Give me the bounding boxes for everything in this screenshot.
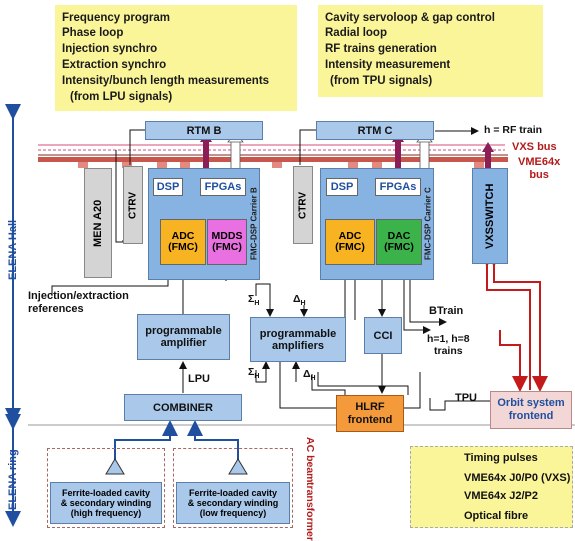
rf-train-label: h = RF train [484,124,543,136]
high-freq-cavity-frame [47,448,165,528]
tpu-label: TPU [455,392,477,404]
right-note-line-3: RF trains generation [325,43,437,55]
ctrv-b-card [123,166,143,244]
right-note-line-5: (from TPU signals) [330,75,433,87]
trains-label: h=1, h=8 trains [427,333,470,357]
cav-low-text: Ferrite-loaded cavity& secondary winding… [187,488,279,518]
adc-c-text: ADC(FMC) [335,230,365,253]
left-note-line-5: Intensity/bunch length measurements [62,75,270,87]
sigma-top-label: ΣH [248,293,259,307]
carrier-b-label: FMC-DSP Carrier B [249,187,259,261]
sigma-bottom-label: ΣH [248,366,259,380]
rtm-c-block: RTM C [316,121,434,140]
injection-extraction-label: Injection/extraction references [28,290,129,316]
delta-bottom-sub: H [310,375,316,383]
dac-c-text: DAC(FMC) [384,230,414,253]
rtm-b-block: RTM B [145,121,263,140]
vxs-switch-line-1: VXS [484,226,496,249]
left-function-note [55,5,297,111]
right-note-line-2: Radial loop [325,27,387,39]
vxs-switch-block [472,168,508,264]
low-freq-cavity-frame [173,448,293,528]
legend-box [410,446,573,528]
left-note-line-1: Frequency program [62,12,170,24]
ac-beam-line-2: transformer [304,482,316,541]
high-freq-cavity-block: Ferrite-loaded cavity& secondary winding… [50,482,162,524]
left-note-line-3: Injection synchro [62,43,158,55]
inj-ext-line-1: Injection/extraction [28,290,129,302]
left-note-line-4: Extraction synchro [62,59,167,71]
dsp-b-block: DSP [153,178,183,196]
left-note-line-2: Phase loop [62,27,124,39]
carrier-c-label: FMC-DSP Carrier C [423,187,433,261]
men-a20-card [84,168,112,278]
right-function-note [318,5,543,97]
sigma-bottom-sub: H [254,373,260,381]
sigma-bottom-symbol: Σ [248,366,255,378]
btrain-label: BTrain [429,305,464,317]
delta-top-sub: H [300,300,306,308]
legend-timing: Timing pulses [464,452,538,464]
vxs-bus-label: VXS bus [512,141,557,153]
low-freq-cavity-block: Ferrite-loaded cavity& secondary winding… [176,482,290,524]
men-a20-label: MEN A20 [92,199,104,247]
delta-top-symbol: Δ [293,293,301,305]
vme64x-bus-label: VME64x bus [518,156,560,182]
right-note-line-4: Intensity measurement [325,59,451,71]
vxs-switch-line-2: SWITCH [484,183,496,227]
ctrv-c-label: CTRV [297,191,309,219]
sigma-top-sub: H [254,300,260,308]
ac-beam-transformer-label: AC beam transformer [296,437,324,541]
delta-bottom-symbol: Δ [303,368,311,380]
vme64x-bus-label-line-2: bus [529,169,549,181]
trains-line-1: h=1, h=8 [427,333,470,345]
ac-beam-line-1: AC beam [304,436,316,483]
legend-vxs: VME64x J0/P0 (VXS) [464,472,571,484]
mdds-b-block: MDDS(FMC) [207,219,247,265]
adc-b-block: ADC(FMC) [160,219,206,265]
fpgas-b-block: FPGAs [200,178,246,196]
ctrv-b-label: CTRV [127,191,139,219]
delta-bottom-label: ΔH [303,368,316,382]
adc-b-text: ADC(FMC) [168,230,198,253]
combiner-block: COMBINER [124,394,242,421]
adc-c-block: ADC(FMC) [325,219,375,265]
fpgas-c-block: FPGAs [375,178,421,196]
lpu-label: LPU [188,373,210,385]
vme64x-bus-label-line-1: VME64x [518,156,561,168]
ctrv-c-card [293,166,313,244]
cci-block: CCI [364,317,402,354]
sigma-top-symbol: Σ [248,293,255,305]
legend-j2p2: VME64x J2/P2 [464,490,538,502]
trains-line-2: trains [434,345,463,357]
right-note-line-1: Cavity servoloop & gap control [325,12,495,24]
mdds-b-text: MDDS(FMC) [211,230,243,253]
legend-optical: Optical fibre [464,510,529,522]
left-note-line-6: (from LPU signals) [70,91,173,103]
dsp-c-block: DSP [326,178,358,196]
dac-c-block: DAC(FMC) [376,219,422,265]
vxs-switch-label: VXS SWITCH [472,168,508,264]
inj-ext-line-2: references [28,303,84,315]
cav-high-text: Ferrite-loaded cavity& secondary winding… [60,488,152,518]
delta-top-label: ΔH [293,293,306,307]
